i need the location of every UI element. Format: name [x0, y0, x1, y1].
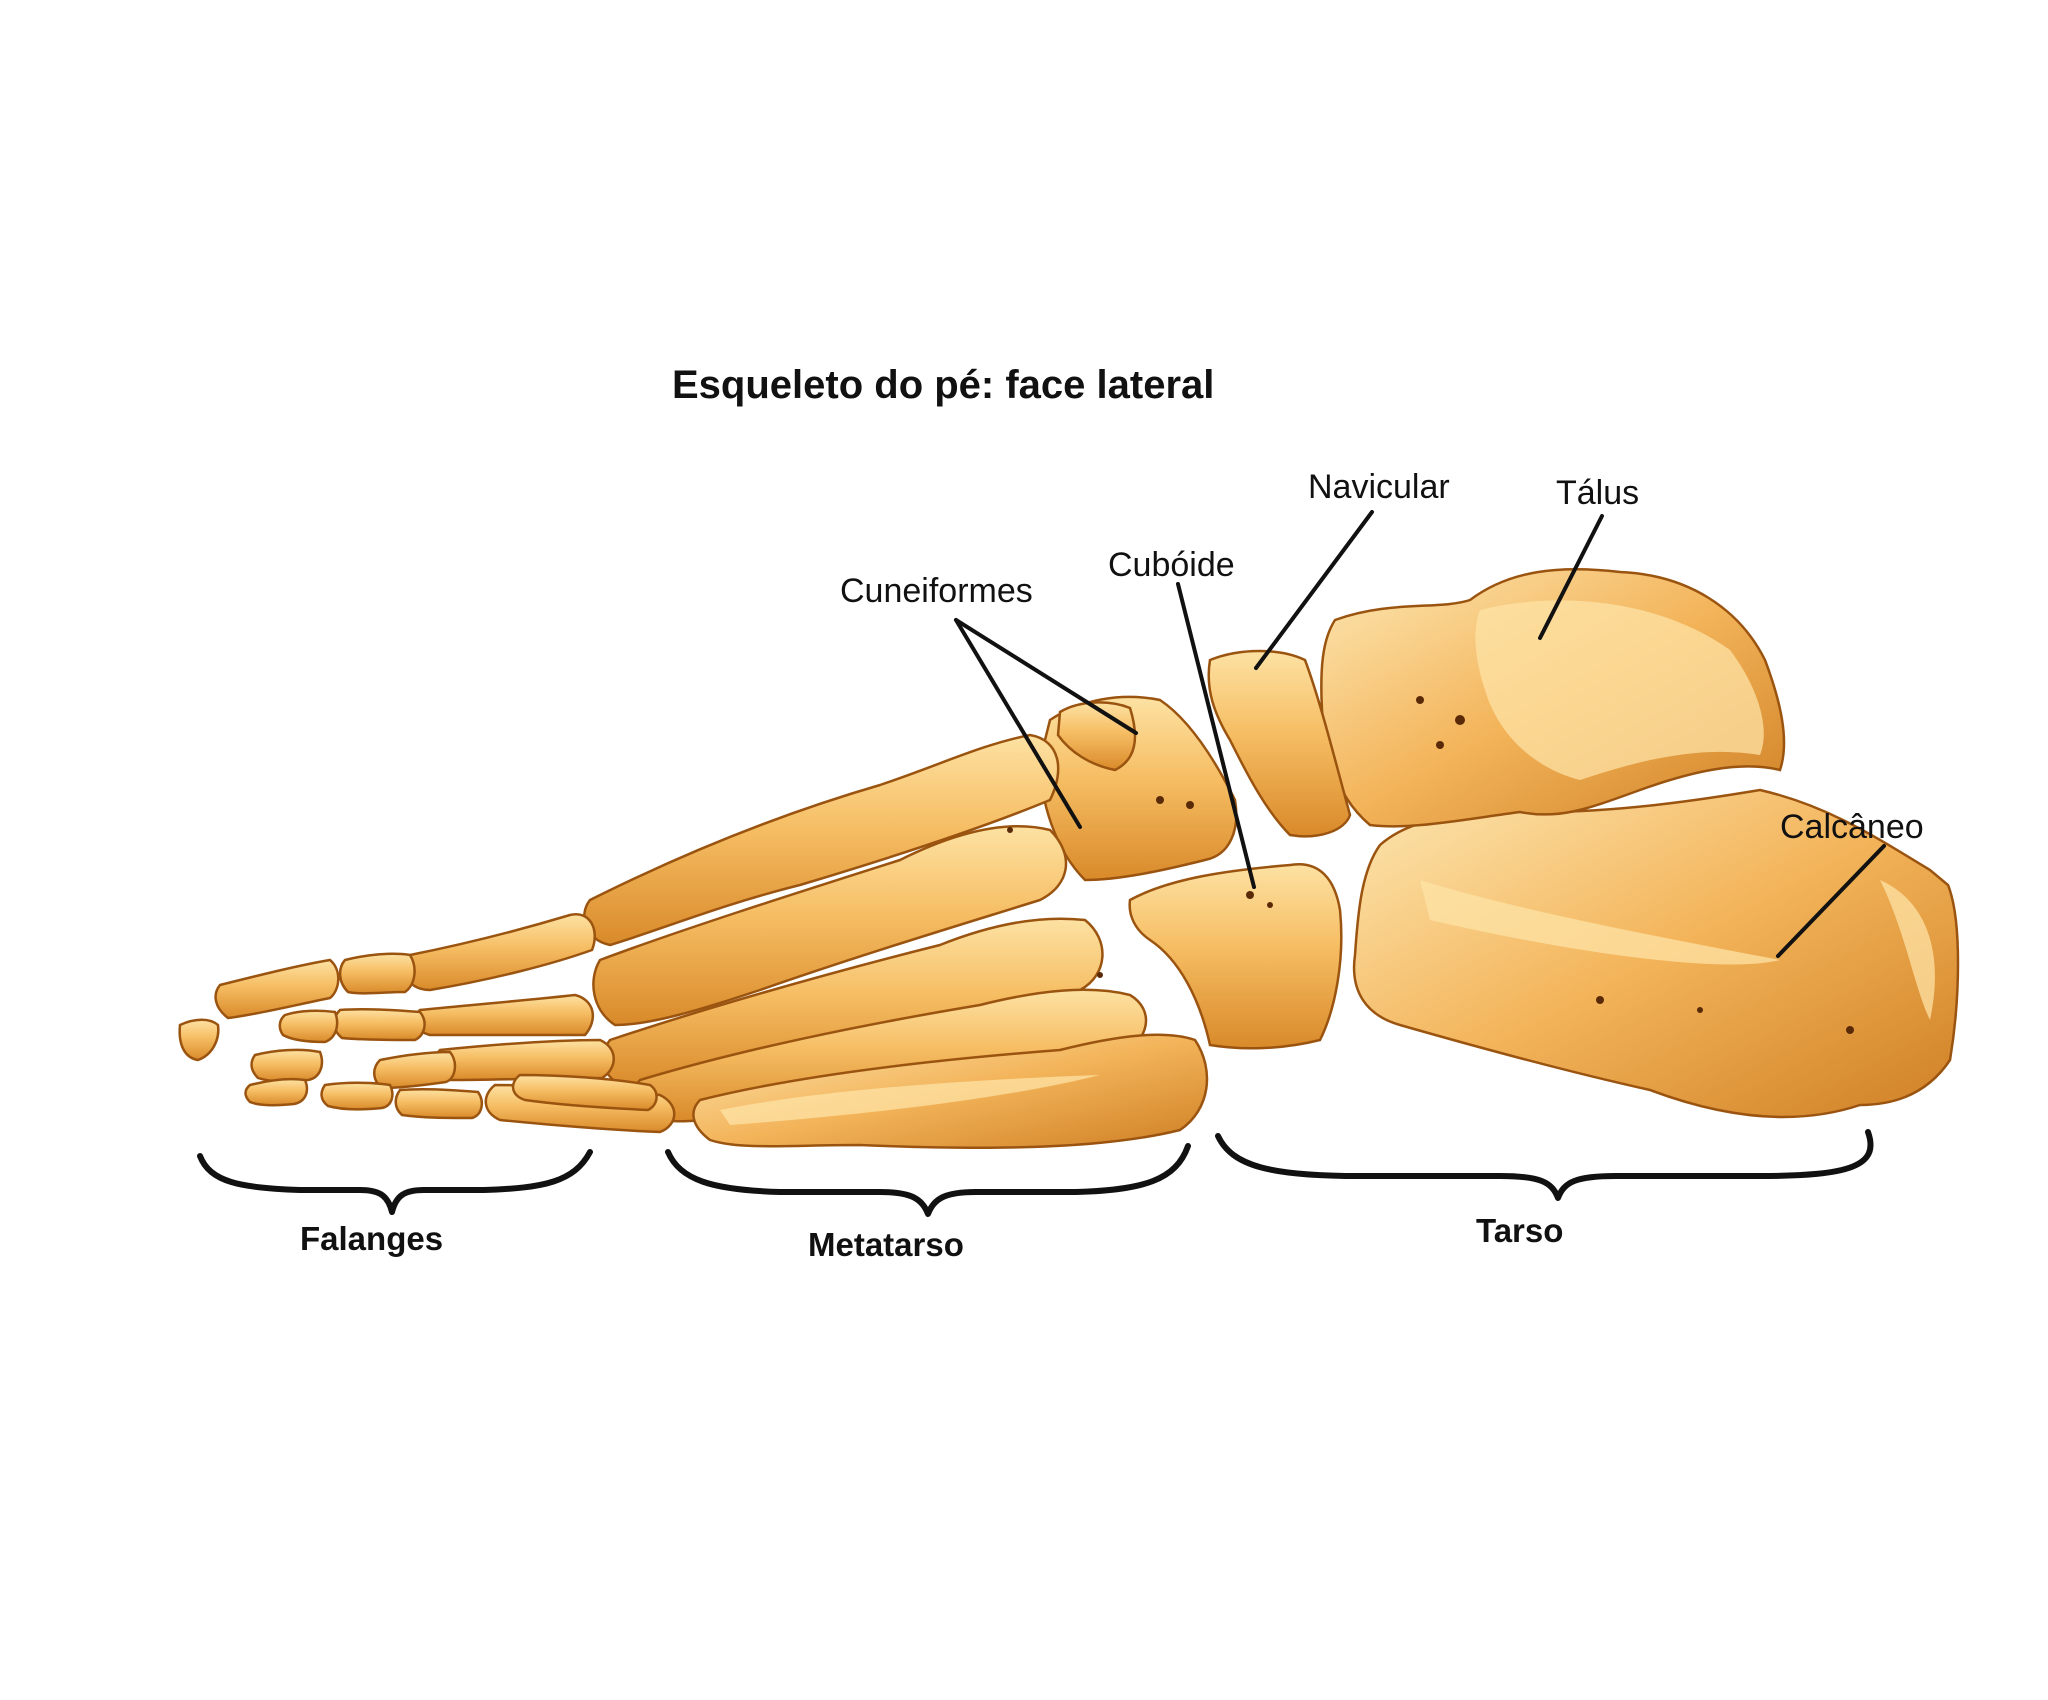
navicular-bone: [1207, 649, 1352, 838]
diagram-title: Esqueleto do pé: face lateral: [672, 363, 1214, 407]
cuneiforms-leader-line-a: [954, 618, 1138, 735]
cuboid-leader-line: [1176, 582, 1256, 889]
proximal-phalanx-5: [511, 1073, 658, 1112]
distal-phalanx-3: [278, 1009, 339, 1044]
cuboid-bone: [1128, 862, 1343, 1050]
talus-label: Tálus: [1556, 474, 1639, 512]
navicular-leader-line: [1254, 510, 1374, 670]
cuneiforms-label: Cuneiformes: [840, 572, 1033, 610]
middle-phalanx-4: [394, 1087, 484, 1120]
distal-phalanx-4: [250, 1048, 324, 1083]
metatarsal-2: [592, 825, 1068, 1027]
metatarsus-label: Metatarso: [808, 1226, 964, 1263]
talus-leader-line: [1538, 514, 1604, 640]
cuboid-label: Cubóide: [1108, 546, 1235, 584]
distal-phalanx-5: [244, 1077, 309, 1107]
leader-lines: [954, 510, 1886, 958]
proximal-phalanx-2: [412, 993, 595, 1037]
calcaneus-label: Calcâneo: [1780, 808, 1924, 846]
tarsus-brace: [1215, 1129, 1874, 1201]
foot-bones-illustration: [178, 567, 1960, 1150]
middle-phalanx-3: [373, 1050, 457, 1090]
calcaneus-leader-line: [1776, 844, 1886, 958]
phalanges-brace: [197, 1149, 593, 1215]
phalanges-label: Falanges: [300, 1220, 443, 1257]
metatarsus-brace: [665, 1143, 1191, 1217]
distal-phalanx-2: [178, 1018, 220, 1062]
middle-phalanx-2: [333, 1007, 426, 1042]
distal-phalanx-1: [214, 958, 340, 1020]
proximal-phalanx-1: [404, 912, 597, 992]
distal-phalanx-6: [320, 1081, 394, 1111]
cuneiforms-leader-line-b: [954, 618, 1082, 829]
navicular-label: Navicular: [1308, 468, 1450, 506]
tarsus-label: Tarso: [1476, 1212, 1563, 1249]
metatarsal-1: [583, 733, 1060, 947]
middle-phalanx-1: [338, 952, 416, 995]
